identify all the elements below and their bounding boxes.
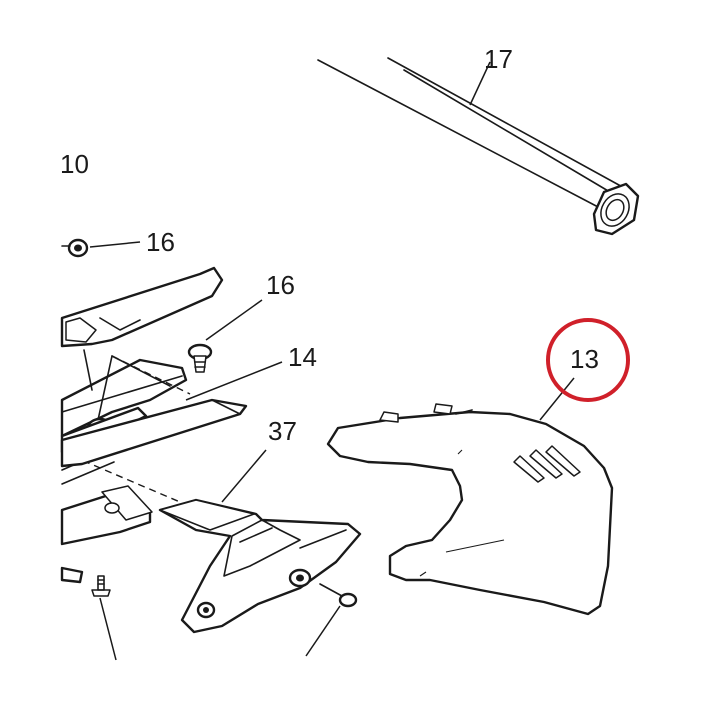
bolt-bottom-center xyxy=(319,583,358,608)
callout-14: 14 xyxy=(288,342,317,372)
callout-10: 10 xyxy=(60,149,89,179)
screw-16-center xyxy=(187,343,213,373)
leader-16-left xyxy=(89,241,141,248)
screw-16-left xyxy=(61,238,89,258)
callout-16-center: 16 xyxy=(266,270,295,300)
callout-37: 37 xyxy=(268,416,297,446)
part-37-bracket xyxy=(158,498,362,634)
leader-bottom-center xyxy=(305,605,341,657)
leader-16-center xyxy=(205,299,263,341)
highlight-circle-13 xyxy=(546,318,630,402)
bolt-bottom-left xyxy=(91,575,111,597)
callout-16-left: 16 xyxy=(146,227,175,257)
callout-13: 13 xyxy=(570,344,599,374)
leader-17 xyxy=(469,61,491,106)
part-17-rod xyxy=(317,57,640,236)
part-13-cover xyxy=(326,403,614,616)
leader-14 xyxy=(185,361,283,401)
leader-bottom-left xyxy=(99,597,117,661)
part-14-strip xyxy=(60,398,248,468)
leader-37 xyxy=(221,449,267,503)
leader-13 xyxy=(539,377,575,421)
callout-17: 17 xyxy=(484,44,513,74)
